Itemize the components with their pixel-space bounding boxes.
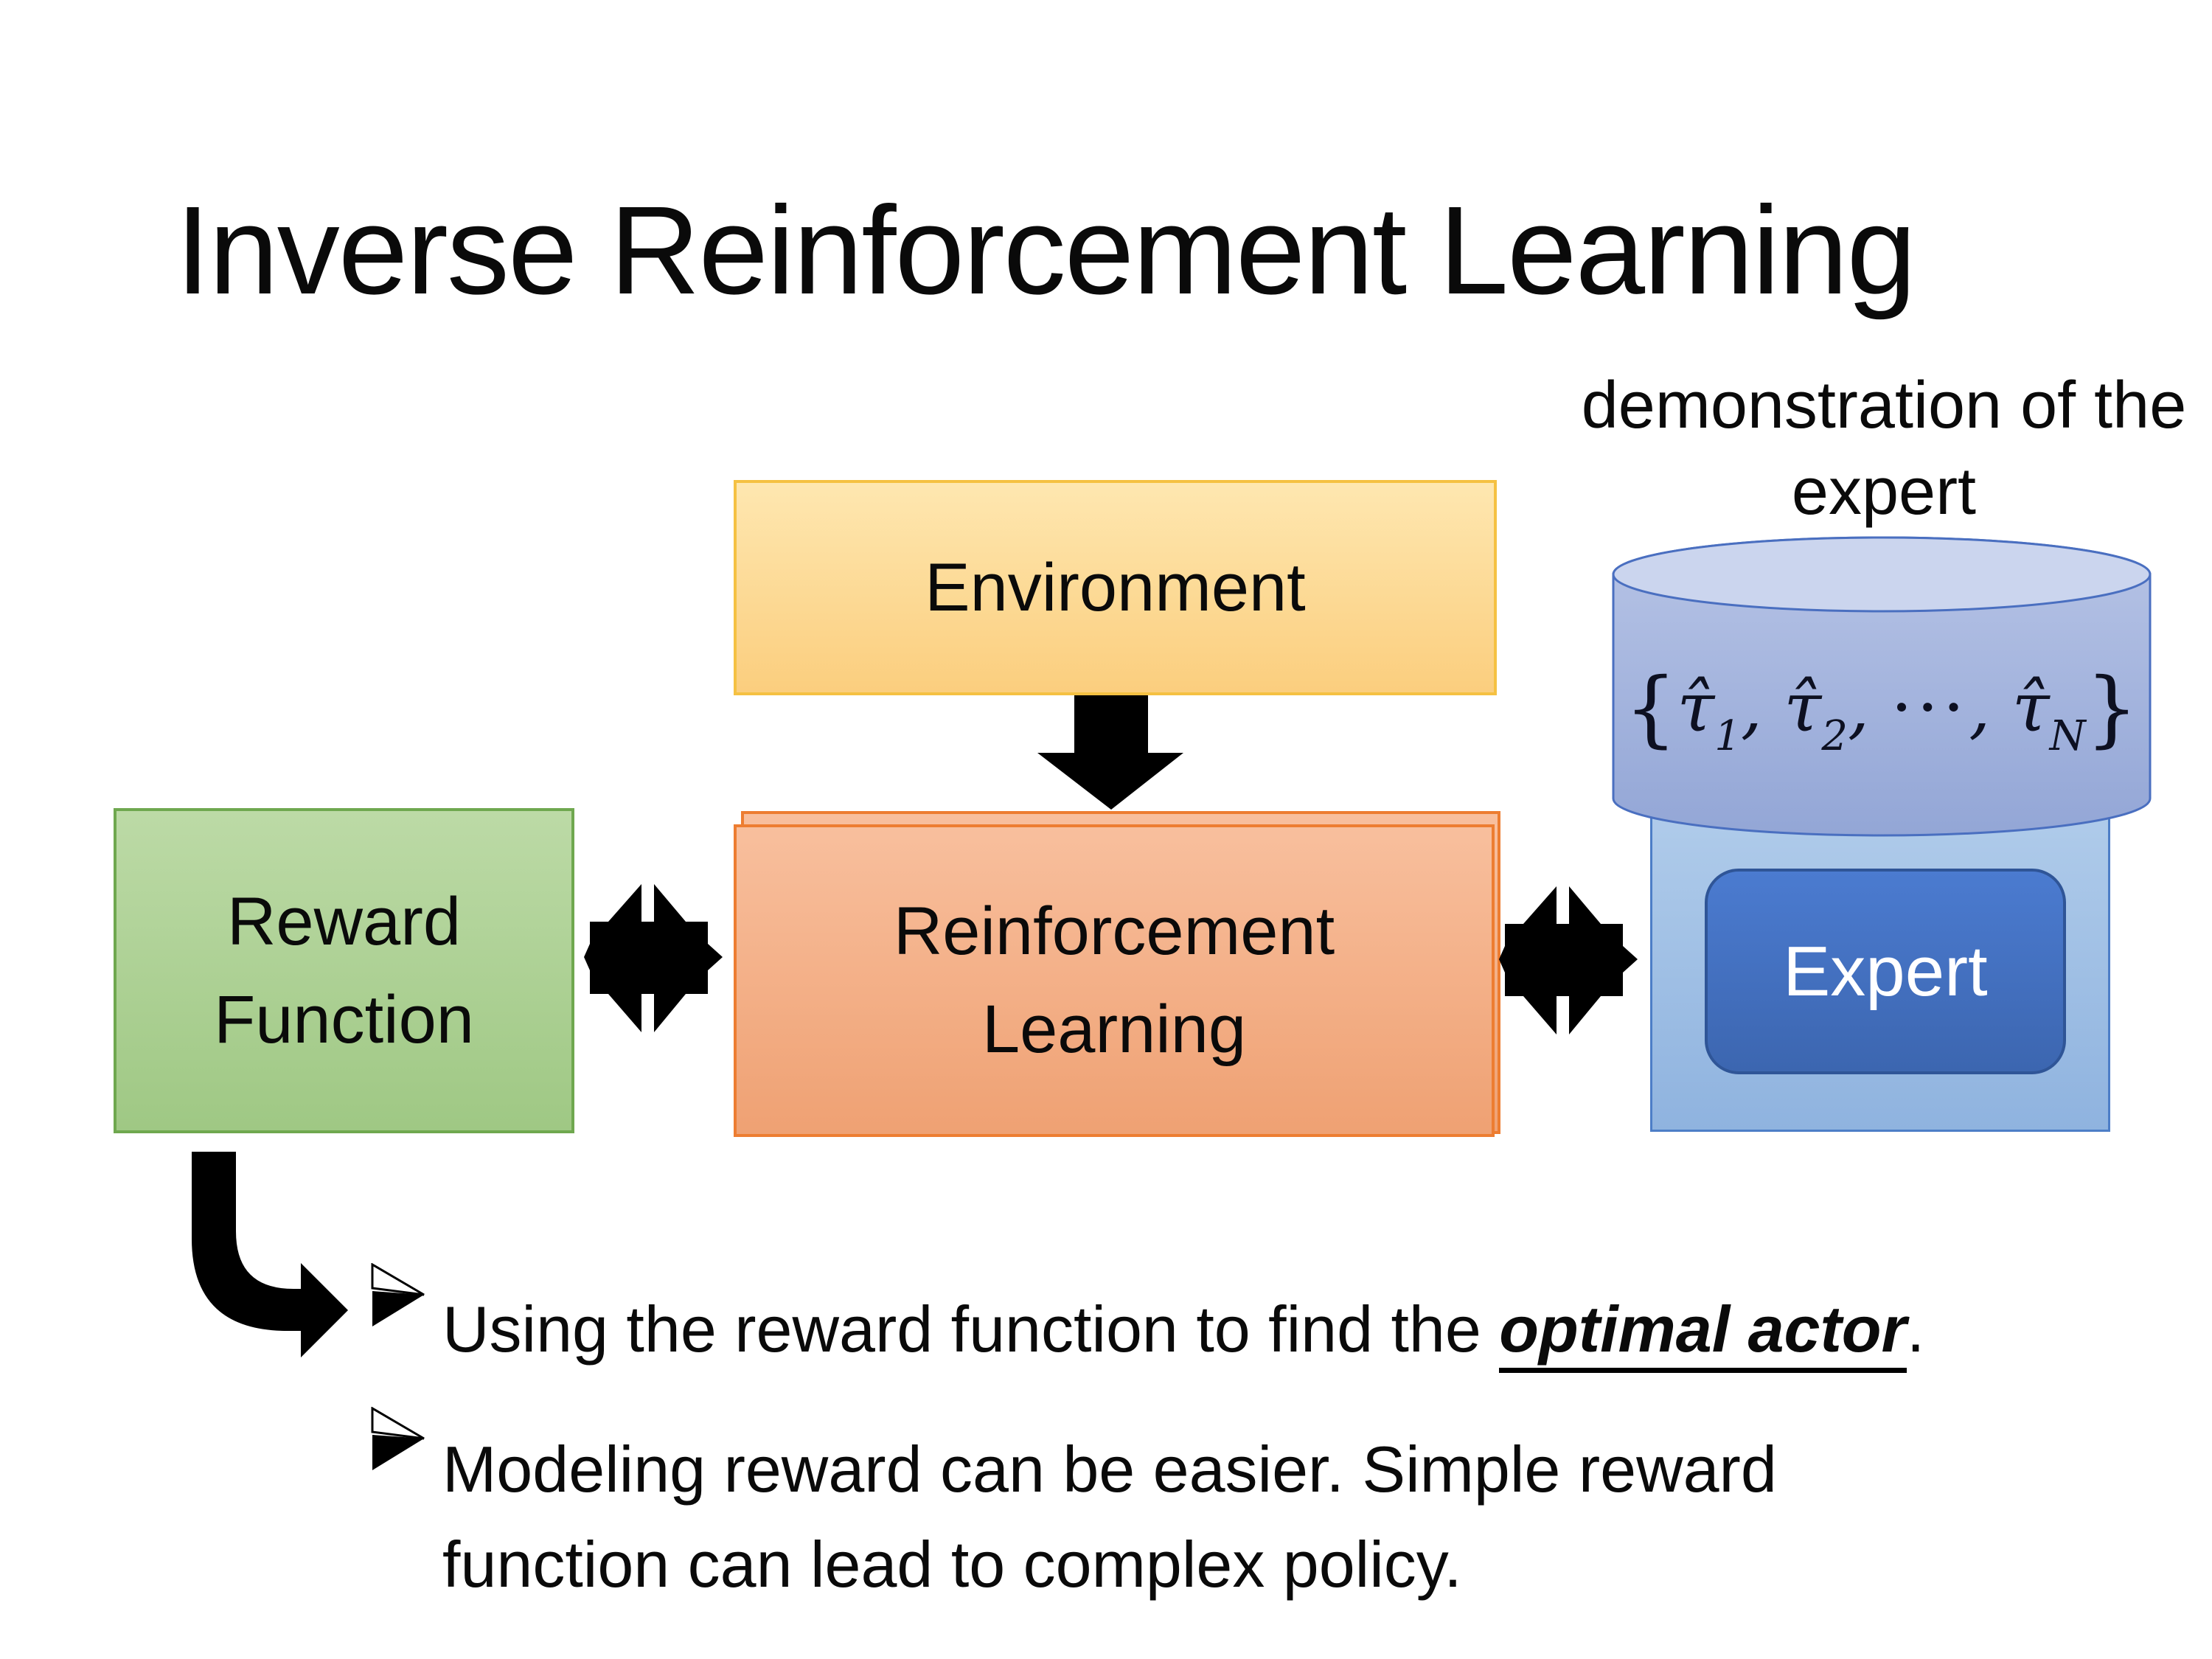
database-cylinder-icon — [1612, 536, 2152, 837]
formula-dots: ··· — [1891, 668, 1969, 747]
formula-tauN: τ̂ — [2011, 668, 2050, 747]
expert-box: Expert — [1705, 869, 2066, 1074]
bullet-1: Using the reward function to find the op… — [442, 1281, 1924, 1377]
reward-function-label-line1: Reward — [226, 883, 461, 959]
expert-label: Expert — [1783, 931, 1988, 1011]
demonstration-label: demonstration of the expert — [1578, 363, 2190, 535]
bullet-arrowhead-icon — [371, 1263, 425, 1326]
formula-tau1: τ̂ — [1677, 668, 1715, 747]
reinforcement-learning-label-line1: Reinforcement — [893, 894, 1335, 969]
bullet-2: Modeling reward can be easier. Simple re… — [442, 1422, 1777, 1612]
trajectory-set-formula: {τ̂1, τ̂2, ···, τ̂N} — [1611, 658, 2152, 760]
reward-function-label-line2: Function — [214, 981, 474, 1057]
environment-label: Environment — [925, 549, 1306, 625]
environment-box: Environment — [734, 480, 1497, 695]
bullet-2-line1: Modeling reward can be easier. Simple re… — [442, 1433, 1777, 1506]
page-title: Inverse Reinforcement Learning — [175, 181, 1916, 321]
formula-comma2: , — [1847, 668, 1891, 747]
formula-sub2: 2 — [1821, 712, 1848, 760]
formula-comma3: , — [1969, 668, 2012, 747]
formula-tau2: τ̂ — [1784, 668, 1822, 747]
formula-sub1: 1 — [1714, 712, 1741, 760]
elbow-arrow-icon — [192, 1152, 348, 1357]
bullet-1-prefix: Using the reward function to find the — [442, 1293, 1500, 1366]
bullet-arrowhead-icon — [371, 1407, 425, 1470]
demonstration-label-line1: demonstration — [1581, 369, 2003, 442]
bullet-1-suffix: . — [1906, 1293, 1925, 1366]
formula-subN: N — [2049, 712, 2086, 760]
reinforcement-learning-label-line2: Learning — [981, 992, 1247, 1067]
formula-open-brace: { — [1624, 661, 1677, 757]
bullet-1-highlight: optimal actor — [1499, 1293, 1907, 1373]
reinforcement-learning-box: Reinforcement Learning — [734, 824, 1495, 1137]
formula-close-brace: } — [2085, 661, 2138, 757]
double-arrow-icon-right — [1499, 886, 1638, 1034]
double-arrow-icon-left — [584, 884, 723, 1032]
reward-function-box: Reward Function — [114, 808, 574, 1133]
demonstration-label-line2: of the expert — [1791, 369, 2187, 529]
formula-comma1: , — [1740, 668, 1784, 747]
down-arrow-icon — [1037, 695, 1183, 810]
bullet-2-line2: function can lead to complex policy. — [442, 1528, 1462, 1601]
